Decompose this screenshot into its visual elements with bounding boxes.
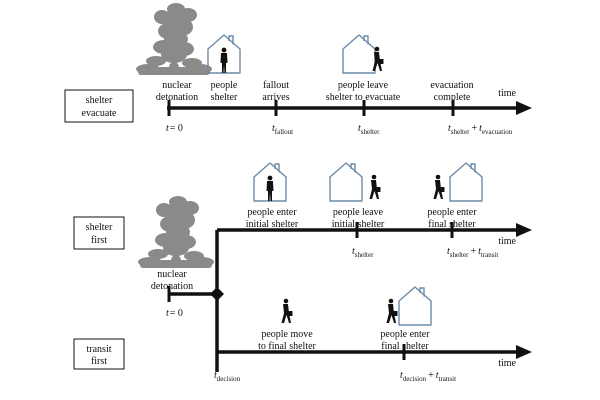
tick-label-shelter-top: tshelter bbox=[358, 123, 380, 136]
person-icon bbox=[266, 175, 274, 201]
event-label: complete bbox=[434, 92, 471, 103]
event-label: initial shelter bbox=[332, 219, 385, 230]
event-label: final shelter bbox=[428, 219, 476, 230]
house-icon bbox=[329, 162, 363, 202]
house-icon bbox=[342, 34, 376, 74]
scenario-box-transit-first bbox=[73, 338, 125, 370]
axis-label-time-transit-first: time bbox=[498, 358, 516, 369]
timeline-arrowhead-top bbox=[516, 101, 532, 115]
event-label: people enter bbox=[380, 329, 430, 340]
tick-label-evacuation: tshelter+tevacuation bbox=[448, 123, 513, 136]
walking-person-with-bag-icon bbox=[433, 174, 445, 199]
person-icon bbox=[220, 47, 228, 73]
scenario-box-line2: evacuate bbox=[82, 108, 118, 119]
decision-diamond bbox=[210, 287, 224, 301]
event-label: people leave bbox=[338, 80, 389, 91]
walking-person-with-bag-icon bbox=[281, 298, 293, 323]
tick-label-shelter-mid: tshelter bbox=[352, 246, 374, 259]
scenario-box-line1: shelter bbox=[86, 222, 113, 233]
event-label: initial shelter bbox=[246, 219, 299, 230]
mushroom-cloud-icon bbox=[136, 3, 212, 75]
scenario-box-shelter-evacuate bbox=[64, 89, 134, 123]
event-label: people leave bbox=[333, 207, 384, 218]
event-label: shelter bbox=[211, 92, 238, 103]
scenario-box-line1: transit bbox=[87, 344, 112, 355]
event-label: detonation bbox=[156, 92, 198, 103]
event-label: fallout bbox=[263, 80, 289, 91]
event-label: detonation bbox=[151, 281, 193, 292]
walking-person-with-bag-icon bbox=[386, 298, 398, 323]
timeline-arrowhead-shelter-first bbox=[516, 223, 532, 237]
event-label: shelter to evacuate bbox=[326, 92, 401, 103]
mushroom-cloud-icon bbox=[138, 196, 214, 268]
tick-label-decision: tdecision bbox=[214, 370, 241, 383]
tick-label-t0-top: t= 0 bbox=[166, 123, 183, 134]
house-icon bbox=[398, 286, 432, 326]
event-label: people bbox=[211, 80, 238, 91]
event-label: people move bbox=[261, 329, 313, 340]
event-label: people enter bbox=[427, 207, 477, 218]
tick-label-decision-transit: tdecision+ttransit bbox=[400, 370, 456, 383]
scenario-box-line2: first bbox=[91, 235, 107, 246]
event-label: arrives bbox=[262, 92, 289, 103]
scenario-box-shelter-first bbox=[73, 216, 125, 250]
scenario-box-line2: first bbox=[91, 356, 107, 367]
tick-label-fallout: tfallout bbox=[272, 123, 293, 136]
scenario-shelter-evacuate: shelter evacuate time nuclear detonation… bbox=[64, 3, 532, 136]
walking-person-with-bag-icon bbox=[369, 174, 381, 199]
event-label: nuclear bbox=[157, 269, 187, 280]
event-label: final shelter bbox=[381, 341, 429, 352]
event-label: people enter bbox=[247, 207, 297, 218]
timeline-arrowhead-transit-first bbox=[516, 345, 532, 359]
tick-label-t0-lower: t= 0 bbox=[166, 308, 183, 319]
event-label: to final shelter bbox=[258, 341, 316, 352]
event-label: nuclear bbox=[162, 80, 192, 91]
scenario-box-line1: shelter bbox=[86, 95, 113, 106]
branching-scenarios: shelter first transit first nuclear deto… bbox=[73, 162, 532, 383]
house-icon bbox=[449, 162, 483, 202]
axis-label-time-shelter-first: time bbox=[498, 236, 516, 247]
event-label: evacuation bbox=[430, 80, 473, 91]
walking-person-with-bag-icon bbox=[372, 46, 384, 71]
tick-label-shelter-transit: tshelter+ttransit bbox=[447, 246, 498, 259]
axis-label-time-top: time bbox=[498, 88, 516, 99]
